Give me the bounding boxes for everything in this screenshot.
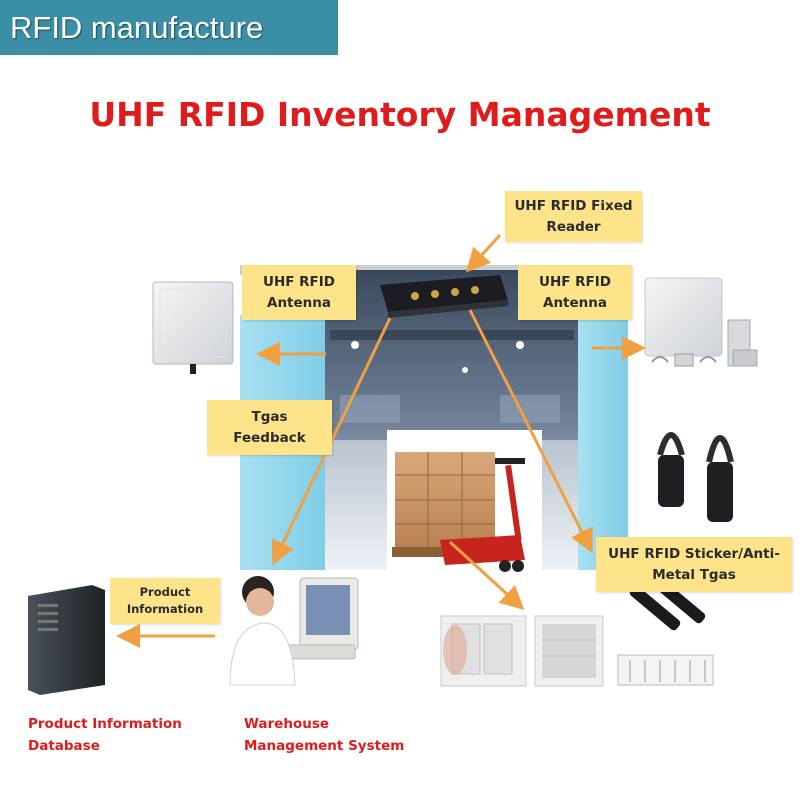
server-tower-image <box>28 585 105 695</box>
label-product-database: Product Information Database <box>28 716 182 754</box>
antenna-left-device <box>152 281 234 374</box>
hard-tags-image <box>657 432 734 522</box>
arrow-pallet-to-labels <box>448 540 525 611</box>
label-antenna-right: UHF RFID Antenna <box>518 265 632 320</box>
label-warehouse-system: Warehouse Management System <box>244 716 405 754</box>
page-title: UHF RFID Inventory Management <box>89 95 711 134</box>
label-fixed-reader: UHF RFID Fixed Reader <box>505 191 642 242</box>
fixed-reader-device <box>380 275 508 318</box>
arrow-reader-label <box>465 233 502 273</box>
flow-arrows <box>116 233 646 648</box>
label-sticker-tags-text: UHF RFID Sticker/Anti- Metal Tgas <box>608 545 780 583</box>
brand-banner: RFID manufacture <box>0 0 338 55</box>
label-fixed-reader-text: UHF RFID Fixed Reader <box>514 197 633 235</box>
operator-workstation-image <box>229 576 359 686</box>
pallet-image <box>387 430 542 580</box>
gate-panel-right <box>578 315 628 570</box>
label-tags-feedback-text: Tgas Feedback <box>233 408 306 446</box>
arrow-reader-to-wms <box>271 317 392 566</box>
arrow-reader-to-tags <box>468 309 593 554</box>
label-antenna-right-text: UHF RFID Antenna <box>538 273 612 311</box>
label-antenna-left-text: UHF RFID Antenna <box>262 273 336 311</box>
label-antenna-left: UHF RFID Antenna <box>242 265 356 320</box>
rfid-labels-image <box>440 578 714 687</box>
label-tags-feedback: Tgas Feedback <box>207 400 332 455</box>
label-sticker-tags: UHF RFID Sticker/Anti- Metal Tgas <box>596 537 792 592</box>
label-product-information: Product Information <box>110 578 220 624</box>
label-product-information-text: Product Information <box>126 585 204 616</box>
antenna-right-device <box>644 277 758 367</box>
